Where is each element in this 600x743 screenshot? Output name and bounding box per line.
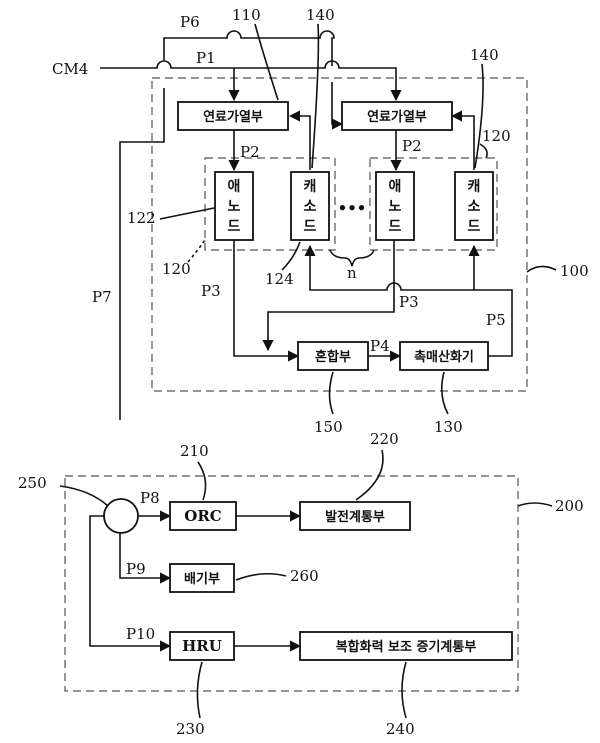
leader-130 <box>442 372 448 414</box>
ref-110: 110 <box>232 6 261 24</box>
anode-right-char-2: 노 <box>389 199 402 215</box>
ref-124: 124 <box>265 270 294 288</box>
leader-240 <box>402 662 406 718</box>
orc-label: ORC <box>184 507 222 525</box>
ref-230: 230 <box>176 720 205 738</box>
leader-250 <box>60 486 108 506</box>
leader-220 <box>356 450 383 500</box>
anode-right-char-1: 애 <box>389 179 402 195</box>
leader-120-left <box>188 240 205 262</box>
p6-label: P6 <box>180 13 200 31</box>
p3-right-label: P3 <box>399 293 419 311</box>
p1-label: P1 <box>196 49 216 67</box>
ref-140-top: 140 <box>306 6 335 24</box>
ref-210: 210 <box>180 442 209 460</box>
p4-label: P4 <box>370 337 390 355</box>
hru-label: HRU <box>182 637 222 655</box>
leader-140-top <box>312 24 318 168</box>
ref-250: 250 <box>18 474 47 492</box>
p9-label: P9 <box>126 560 146 578</box>
leader-150 <box>330 372 334 414</box>
ref-122: 122 <box>127 209 156 227</box>
leader-124 <box>282 242 300 270</box>
p1-pipe <box>100 61 396 100</box>
anode-left-char-3: 드 <box>228 219 241 235</box>
leader-200 <box>518 503 552 506</box>
cathode-right-char-2: 소 <box>468 199 481 215</box>
p3-left-pipe <box>234 240 298 356</box>
cathode-right-char-3: 드 <box>468 219 481 235</box>
stack-ellipsis: ••• <box>338 199 367 217</box>
p10-label: P10 <box>126 625 155 643</box>
p3-left-label: P3 <box>201 282 221 300</box>
leader-110 <box>255 24 278 100</box>
cathode-right-char-1: 캐 <box>468 179 481 195</box>
ref-200: 200 <box>555 497 584 515</box>
anode-left-char-1: 애 <box>228 179 241 195</box>
distributor-250 <box>104 499 138 533</box>
leader-100 <box>527 266 556 272</box>
cathode-left-char-1: 캐 <box>304 179 317 195</box>
exhaust-label: 배기부 <box>184 571 220 587</box>
leader-210 <box>198 462 206 500</box>
cathode-left-char-2: 소 <box>304 199 317 215</box>
leader-122 <box>160 208 214 219</box>
power-system-label: 발전계통부 <box>325 509 385 525</box>
cathode-left-char-3: 드 <box>304 219 317 235</box>
fuel-heater-left-label: 연료가열부 <box>203 109 263 125</box>
leader-120-right <box>480 144 487 158</box>
ref-120-right: 120 <box>482 127 511 145</box>
leader-230 <box>197 662 202 718</box>
leader-260 <box>236 574 286 580</box>
p2-right-label: P2 <box>402 137 422 155</box>
ref-130: 130 <box>434 418 463 436</box>
ref-240: 240 <box>386 720 415 738</box>
cm4-label: CM4 <box>52 60 88 78</box>
cathode-left-return <box>290 116 310 170</box>
p8-label: P8 <box>140 489 160 507</box>
p7-label: P7 <box>92 288 112 306</box>
p3-right-pipe <box>268 240 394 350</box>
mixer-label: 혼합부 <box>315 349 351 365</box>
combined-steam-label: 복합화력 보조 증기계통부 <box>336 639 477 655</box>
ref-220: 220 <box>370 430 399 448</box>
catalytic-oxidizer-label: 촉매산화기 <box>414 349 474 365</box>
ref-150: 150 <box>314 418 343 436</box>
anode-left-char-2: 노 <box>228 199 241 215</box>
fuel-heater-right-label: 연료가열부 <box>367 109 427 125</box>
ref-140-right: 140 <box>470 46 499 64</box>
ref-n: n <box>347 264 357 282</box>
ref-120-left: 120 <box>162 260 191 278</box>
ref-260: 260 <box>290 567 319 585</box>
ref-100: 100 <box>560 262 589 280</box>
cathode-right-return <box>452 116 474 170</box>
p5-label: P5 <box>486 311 506 329</box>
p2-left-label: P2 <box>240 143 260 161</box>
leader-140-right <box>475 64 483 168</box>
anode-right-char-3: 드 <box>389 219 402 235</box>
